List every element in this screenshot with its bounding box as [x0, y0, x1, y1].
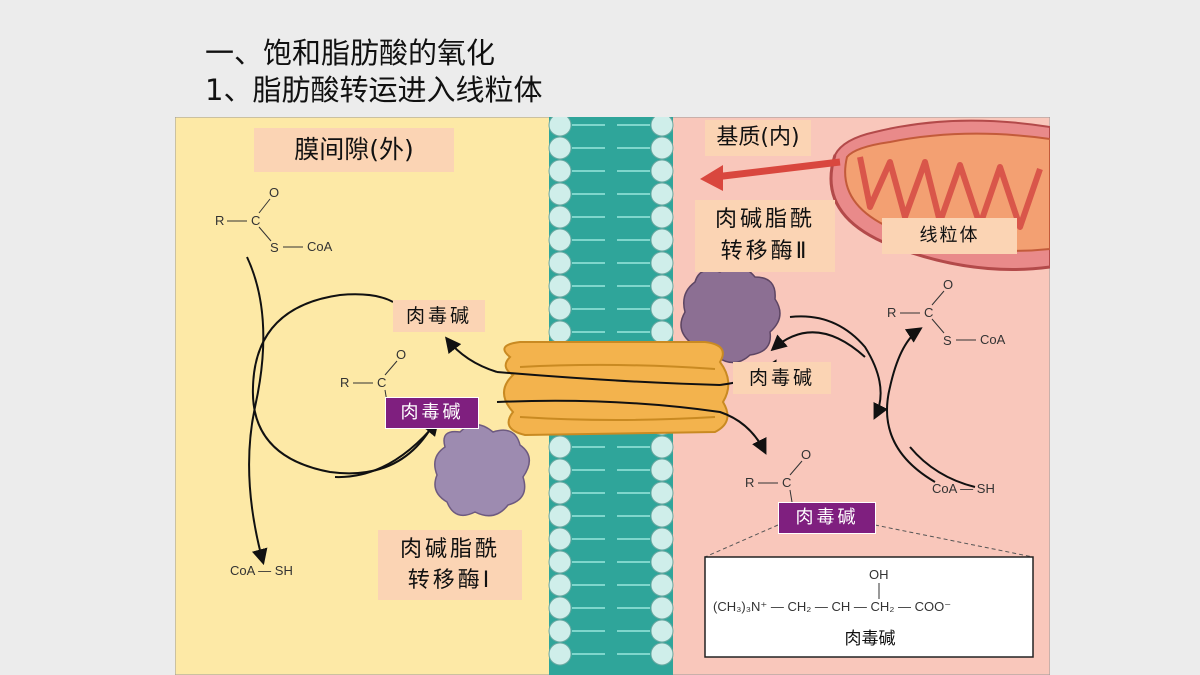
svg-text:CoA: CoA: [307, 239, 333, 254]
svg-text:R: R: [887, 305, 896, 320]
hydroxyl-group: OH: [869, 567, 889, 582]
title-line-1: 一、饱和脂肪酸的氧化: [205, 36, 496, 70]
svg-text:O: O: [396, 347, 406, 362]
intermembrane-space-label: 膜间隙(外): [254, 128, 454, 172]
matrix-label: 基质(内): [705, 120, 811, 156]
acyl-group-right: R C O: [745, 447, 811, 503]
matrix-pointer-arrow: [714, 158, 841, 181]
svg-text:O: O: [801, 447, 811, 462]
carnitine-label-right: 肉毒碱: [733, 362, 831, 394]
svg-text:S: S: [943, 333, 952, 348]
svg-text:O: O: [943, 277, 953, 292]
svg-text:C: C: [251, 213, 260, 228]
cpt2-label: 肉碱脂酰 转移酶Ⅱ: [695, 200, 835, 272]
svg-text:S: S: [270, 240, 279, 255]
mitochondrion-label: 线粒体: [882, 218, 1017, 254]
cpt1-label: 肉碱脂酰 转移酶Ⅰ: [378, 530, 522, 600]
cpt2-label-line2: 转移酶Ⅱ: [720, 239, 810, 264]
acylcarnitine-pill-left: 肉毒碱: [385, 397, 479, 429]
svg-text:C: C: [782, 475, 791, 490]
transport-diagram: R C O S CoA R C O CoA — SH R C O: [175, 117, 1050, 675]
diagram-canvas: R C O S CoA R C O CoA — SH R C O: [175, 117, 1050, 675]
svg-text:R: R: [340, 375, 349, 390]
cpt1-label-line1: 肉碱脂酰: [399, 537, 500, 562]
svg-text:C: C: [924, 305, 933, 320]
svg-text:R: R: [745, 475, 754, 490]
svg-text:C: C: [377, 375, 386, 390]
cpt2-label-line1: 肉碱脂酰: [714, 207, 815, 232]
svg-text:O: O: [269, 185, 279, 200]
carnitine-formula: (CH₃)₃N⁺ — CH₂ — CH — CH₂ — COO⁻: [713, 599, 951, 614]
svg-text:R: R: [215, 213, 224, 228]
carnitine-structure-caption: 肉毒碱: [830, 626, 910, 652]
acyl-coa-right: R C O S CoA: [887, 277, 1006, 348]
svg-text:CoA: CoA: [980, 332, 1006, 347]
carnitine-label-left: 肉毒碱: [393, 300, 485, 332]
acyl-coa-left: R C O S CoA: [215, 185, 333, 255]
title-line-2: 1、脂肪酸转运进入线粒体: [205, 73, 543, 107]
coa-sh-right: CoA — SH: [932, 481, 995, 496]
coa-sh-left: CoA — SH: [230, 563, 293, 578]
cpt1-enzyme: [434, 423, 530, 517]
translocase: [503, 341, 730, 437]
cpt1-label-line2: 转移酶Ⅰ: [407, 568, 493, 593]
acylcarnitine-pill-right: 肉毒碱: [778, 502, 876, 534]
